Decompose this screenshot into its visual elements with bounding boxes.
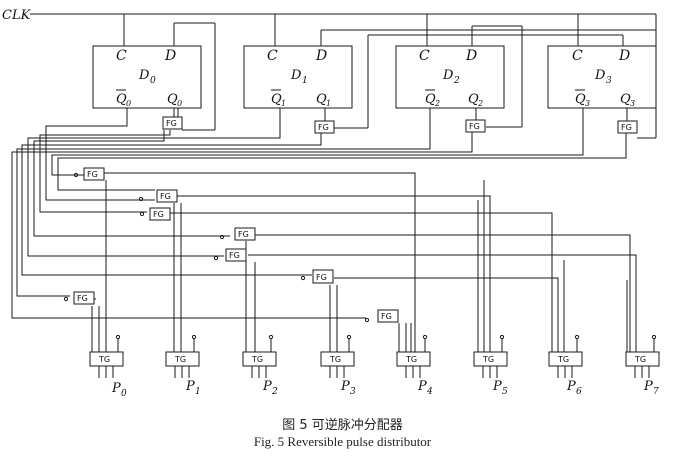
tg-output-index: 2	[271, 387, 278, 397]
distribution-bus	[11, 108, 637, 352]
ff-name: D	[138, 68, 150, 83]
fg-label: FG	[229, 251, 240, 260]
tg-label: TG	[557, 355, 569, 364]
fg-gate: FG	[138, 189, 178, 203]
flip-flop-d3: C D D 3 Q 3 Q 3	[547, 45, 657, 109]
flip-flop-d0: C D D 0 Q 0 Q 0	[92, 45, 202, 109]
ff-qbar-index: 3	[585, 99, 590, 108]
tg-gate-p5: TG P 5	[473, 334, 508, 397]
clk-label: CLK	[2, 8, 32, 23]
ff-name-index: 2	[453, 76, 460, 86]
fg-gate: FG	[73, 167, 105, 181]
tg-output-label: P	[492, 379, 502, 394]
fg-gate: FG	[63, 291, 95, 305]
ff-qbar-label: Q	[425, 92, 436, 107]
fg-gate: FG	[314, 120, 335, 134]
fg-gate: FG	[162, 116, 183, 130]
fg-label: FG	[238, 230, 249, 239]
tg-output-label: P	[566, 379, 576, 394]
ff-d-label: D	[315, 48, 327, 64]
tg-gate-p1: TG P 1	[165, 334, 201, 397]
fg-gate: FG	[300, 269, 334, 284]
fg-label: FG	[160, 192, 171, 201]
ff-d-label: D	[618, 48, 630, 64]
tg-label: TG	[98, 355, 110, 364]
fg-gate: FG	[364, 309, 399, 323]
tg-output-label: P	[262, 379, 272, 394]
tg-output-index: 3	[350, 387, 356, 397]
ff-c-label: C	[419, 48, 430, 64]
ff-qbar-label: Q	[575, 92, 586, 107]
ff-name: D	[442, 68, 454, 83]
fg-gate: FG	[617, 120, 638, 134]
tg-output-index: 1	[195, 387, 201, 397]
flip-flop-d1: C D D 1 Q 1 Q 1	[243, 45, 353, 109]
figure-caption-chinese: 图 5 可逆脉冲分配器	[282, 418, 403, 433]
tg-output-label: P	[643, 379, 653, 394]
fg-label: FG	[87, 170, 98, 179]
ff-name-index: 1	[302, 76, 308, 86]
fg-label: FG	[166, 119, 177, 128]
ff-name-index: 3	[606, 76, 612, 86]
tg-output-label: P	[340, 379, 350, 394]
ff-qbar-index: 0	[126, 99, 131, 108]
tg-gate-p0: TG P 0	[89, 334, 127, 399]
tg-output-index: 4	[426, 387, 433, 397]
tg-label: TG	[174, 355, 186, 364]
ff-q-index: 2	[477, 99, 483, 108]
tg-gate-p2: TG P 2	[242, 334, 278, 397]
tg-output-index: 0	[121, 389, 127, 399]
tg-output-label: P	[185, 379, 195, 394]
fg-gate: FG	[139, 207, 171, 221]
ff-name-index: 0	[150, 76, 156, 86]
flip-flop-d2: C D D 2 Q 2 Q 2	[395, 45, 505, 109]
fg-gate: FG	[213, 248, 247, 262]
tg-gate-p4: TG P 4	[396, 334, 433, 397]
circuit-diagram: CLK C D D 0	[2, 8, 660, 399]
fg-label: FG	[318, 123, 329, 132]
tg-output-index: 6	[576, 387, 582, 397]
ff-c-label: C	[572, 48, 583, 64]
tg-output-label: P	[417, 379, 427, 394]
tg-label: TG	[329, 355, 341, 364]
tg-output-index: 5	[502, 387, 508, 397]
ff-q-label: Q	[620, 92, 631, 107]
tg-gate-p6: TG P 6	[548, 334, 583, 397]
tg-gate-p3: TG P 3	[320, 334, 356, 397]
ff-d-label: D	[164, 48, 176, 64]
fg-label: FG	[153, 210, 164, 219]
ff-q-index: 0	[177, 99, 182, 108]
tg-label: TG	[405, 355, 417, 364]
figure-caption-english: Fig. 5 Reversible pulse distributor	[253, 434, 432, 449]
ff-q-index: 1	[326, 99, 331, 108]
tg-label: TG	[251, 355, 263, 364]
fg-label: FG	[621, 123, 632, 132]
tg-output-label: P	[111, 381, 121, 396]
ff-d-label: D	[465, 48, 477, 64]
ff-qbar-label: Q	[271, 92, 282, 107]
ff-q-label: Q	[316, 92, 327, 107]
fg-gate: FG	[465, 119, 486, 133]
fg-label: FG	[469, 122, 480, 131]
ff-qbar-index: 2	[434, 99, 440, 108]
ff-qbar-index: 1	[281, 99, 286, 108]
ff-qbar-label: Q	[116, 92, 127, 107]
fg-label: FG	[316, 273, 327, 282]
fg-label: FG	[77, 294, 88, 303]
ff-q-label: Q	[167, 92, 178, 107]
tg-gate-p7: TG P 7	[625, 334, 660, 397]
ff-c-label: C	[267, 48, 278, 64]
ff-name: D	[290, 68, 302, 83]
ff-q-label: Q	[468, 92, 479, 107]
ff-c-label: C	[116, 48, 127, 64]
tg-label: TG	[634, 355, 646, 364]
tg-label: TG	[482, 355, 494, 364]
ff-q-index: 3	[630, 99, 635, 108]
tg-output-index: 7	[653, 387, 659, 397]
fg-label: FG	[381, 312, 392, 321]
fg-gate: FG	[219, 227, 256, 241]
ff-name: D	[594, 68, 606, 83]
